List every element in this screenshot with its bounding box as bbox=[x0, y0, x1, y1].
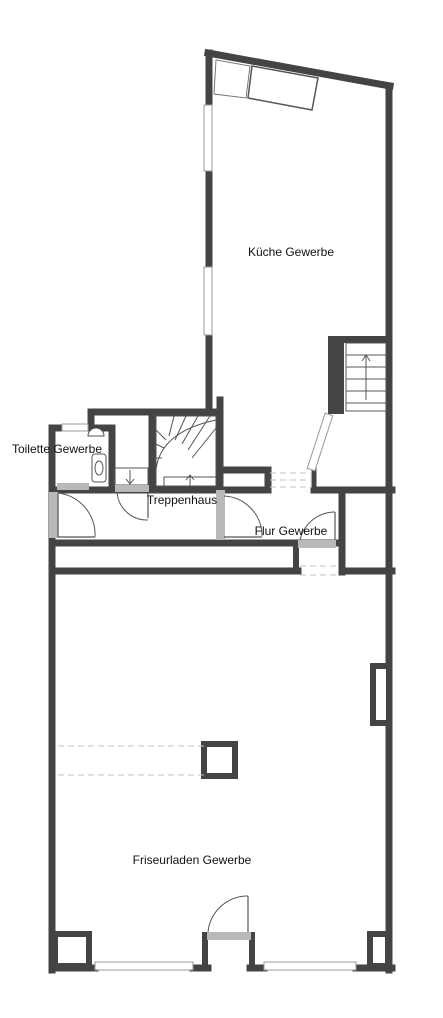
toilet-window bbox=[61, 423, 89, 432]
windows bbox=[61, 104, 357, 971]
salon-window-left bbox=[94, 961, 194, 971]
passages bbox=[58, 472, 340, 776]
entrance-door-swing bbox=[207, 895, 249, 933]
stair-door-panel bbox=[115, 485, 149, 492]
toilet-door-swing bbox=[57, 492, 96, 538]
stairs bbox=[113, 342, 387, 487]
kitchen-stair bbox=[345, 342, 387, 412]
corner-pillar-right bbox=[367, 931, 391, 969]
counter-unit-right bbox=[247, 65, 319, 111]
stair-door-swing bbox=[116, 491, 149, 521]
room-label-salon: Friseurladen Gewerbe bbox=[133, 853, 252, 867]
kitchen-stair-side-gap bbox=[333, 343, 339, 409]
flur-door-swing bbox=[299, 511, 336, 541]
room-label-hallway: Flur Gewerbe bbox=[255, 524, 328, 538]
kitchen-top-wall bbox=[203, 48, 395, 91]
room-label-kitchen: Küche Gewerbe bbox=[248, 245, 334, 259]
room-labels: Küche Gewerbe Toilette Gewerbe Treppenha… bbox=[12, 245, 334, 867]
toilet-fixtures bbox=[87, 427, 107, 483]
hallway-door-panel bbox=[216, 490, 225, 540]
doors bbox=[49, 412, 336, 940]
hallway-door-swing bbox=[223, 495, 263, 537]
central-column bbox=[201, 741, 238, 779]
toilet-door-panel bbox=[57, 483, 89, 490]
kitchen-window-lower bbox=[203, 266, 213, 336]
room-label-stairwell: Treppenhaus bbox=[147, 493, 217, 507]
sink-icon bbox=[87, 427, 105, 437]
kitchen-stair-top-wall bbox=[328, 336, 392, 343]
room-label-toilet: Toilette Gewerbe bbox=[12, 442, 102, 456]
salon-window-right bbox=[263, 961, 357, 971]
toilet-bowl bbox=[94, 460, 104, 476]
counter-unit-left bbox=[213, 59, 251, 99]
entrance-door-panel bbox=[207, 932, 251, 940]
corner-pillar-left bbox=[52, 931, 92, 969]
winding-stair bbox=[155, 415, 217, 487]
toilet-bowl-tank bbox=[91, 453, 107, 483]
east-wall-niche bbox=[370, 663, 392, 726]
kitchen-window-upper bbox=[203, 104, 213, 172]
flur-door-panel bbox=[298, 540, 336, 548]
west-door-panel bbox=[49, 492, 58, 538]
kitchen-angled-window bbox=[306, 412, 334, 472]
kitchen-counters bbox=[213, 59, 319, 111]
